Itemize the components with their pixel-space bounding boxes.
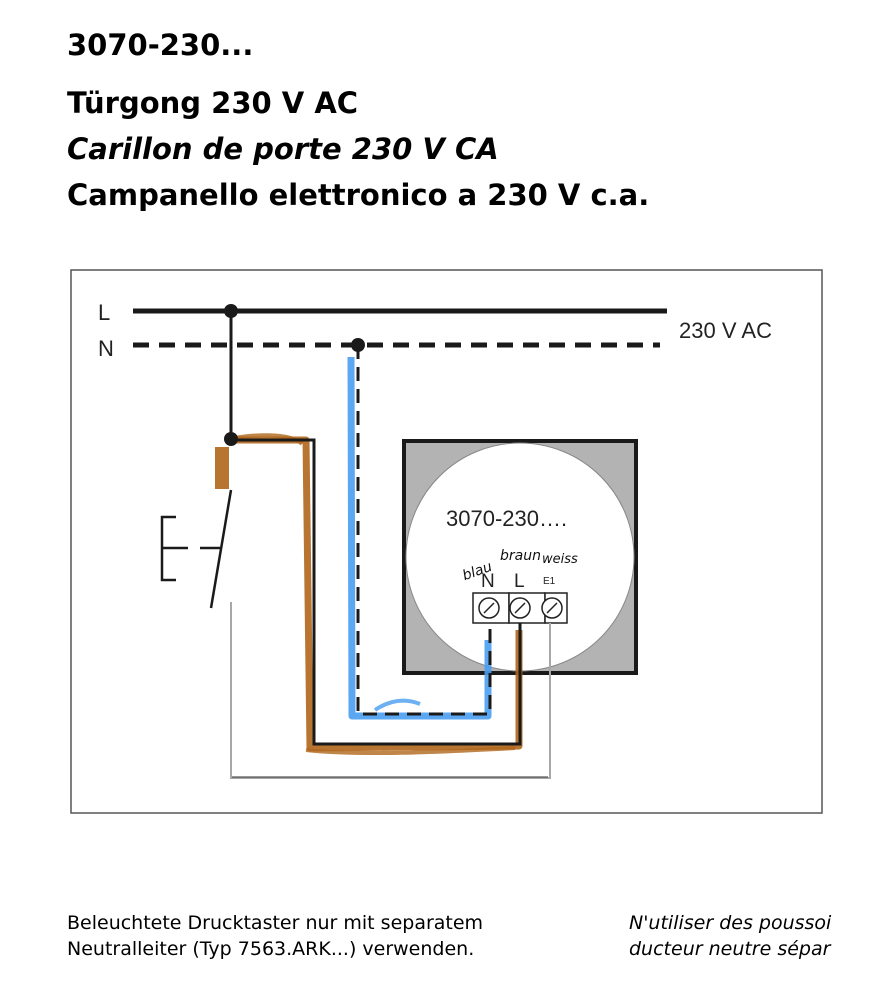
brown-wire-marker bbox=[215, 447, 229, 489]
neutral-wire-to-chime bbox=[356, 345, 492, 716]
line-label-n: N bbox=[98, 336, 114, 361]
title-german: Türgong 230 V AC bbox=[67, 86, 359, 120]
handwritten-label-braun: braun bbox=[500, 548, 541, 564]
gray-wire-e1 bbox=[230, 602, 551, 779]
terminal-block bbox=[472, 592, 568, 624]
device-model-label: 3070-230…. bbox=[446, 506, 567, 531]
supply-voltage-label: 230 V AC bbox=[679, 318, 772, 343]
note-french-line1: N'utiliser des poussoi bbox=[629, 912, 832, 934]
junction-dot-switch bbox=[224, 432, 238, 446]
terminal-label-n: N bbox=[481, 571, 495, 592]
model-number-title: 3070-230... bbox=[67, 28, 254, 62]
note-french-line2: ducteur neutre sépar bbox=[629, 938, 831, 960]
live-wire-to-chime bbox=[229, 311, 522, 746]
line-label-l: L bbox=[98, 300, 110, 325]
junction-dot-neutral bbox=[351, 338, 365, 352]
title-italian: Campanello elettronico a 230 V c.a. bbox=[67, 178, 650, 212]
terminal-label-e1: E1 bbox=[543, 576, 556, 587]
note-german-line2: Neutralleiter (Typ 7563.ARK...) verwende… bbox=[67, 938, 475, 960]
note-german: Beleuchtete Drucktaster nur mit separate… bbox=[67, 910, 483, 962]
junction-dot-live bbox=[224, 304, 238, 318]
terminal-label-l: L bbox=[514, 571, 525, 592]
blue-wire-highlight bbox=[347, 356, 492, 720]
title-french: Carillon de porte 230 V CA bbox=[67, 132, 499, 166]
note-french: N'utiliser des poussoi ducteur neutre sé… bbox=[629, 910, 831, 962]
handwritten-label-weiss: weiss bbox=[542, 552, 578, 567]
note-german-line1: Beleuchtete Drucktaster nur mit separate… bbox=[67, 912, 484, 934]
pushbutton-switch-icon bbox=[160, 489, 233, 609]
